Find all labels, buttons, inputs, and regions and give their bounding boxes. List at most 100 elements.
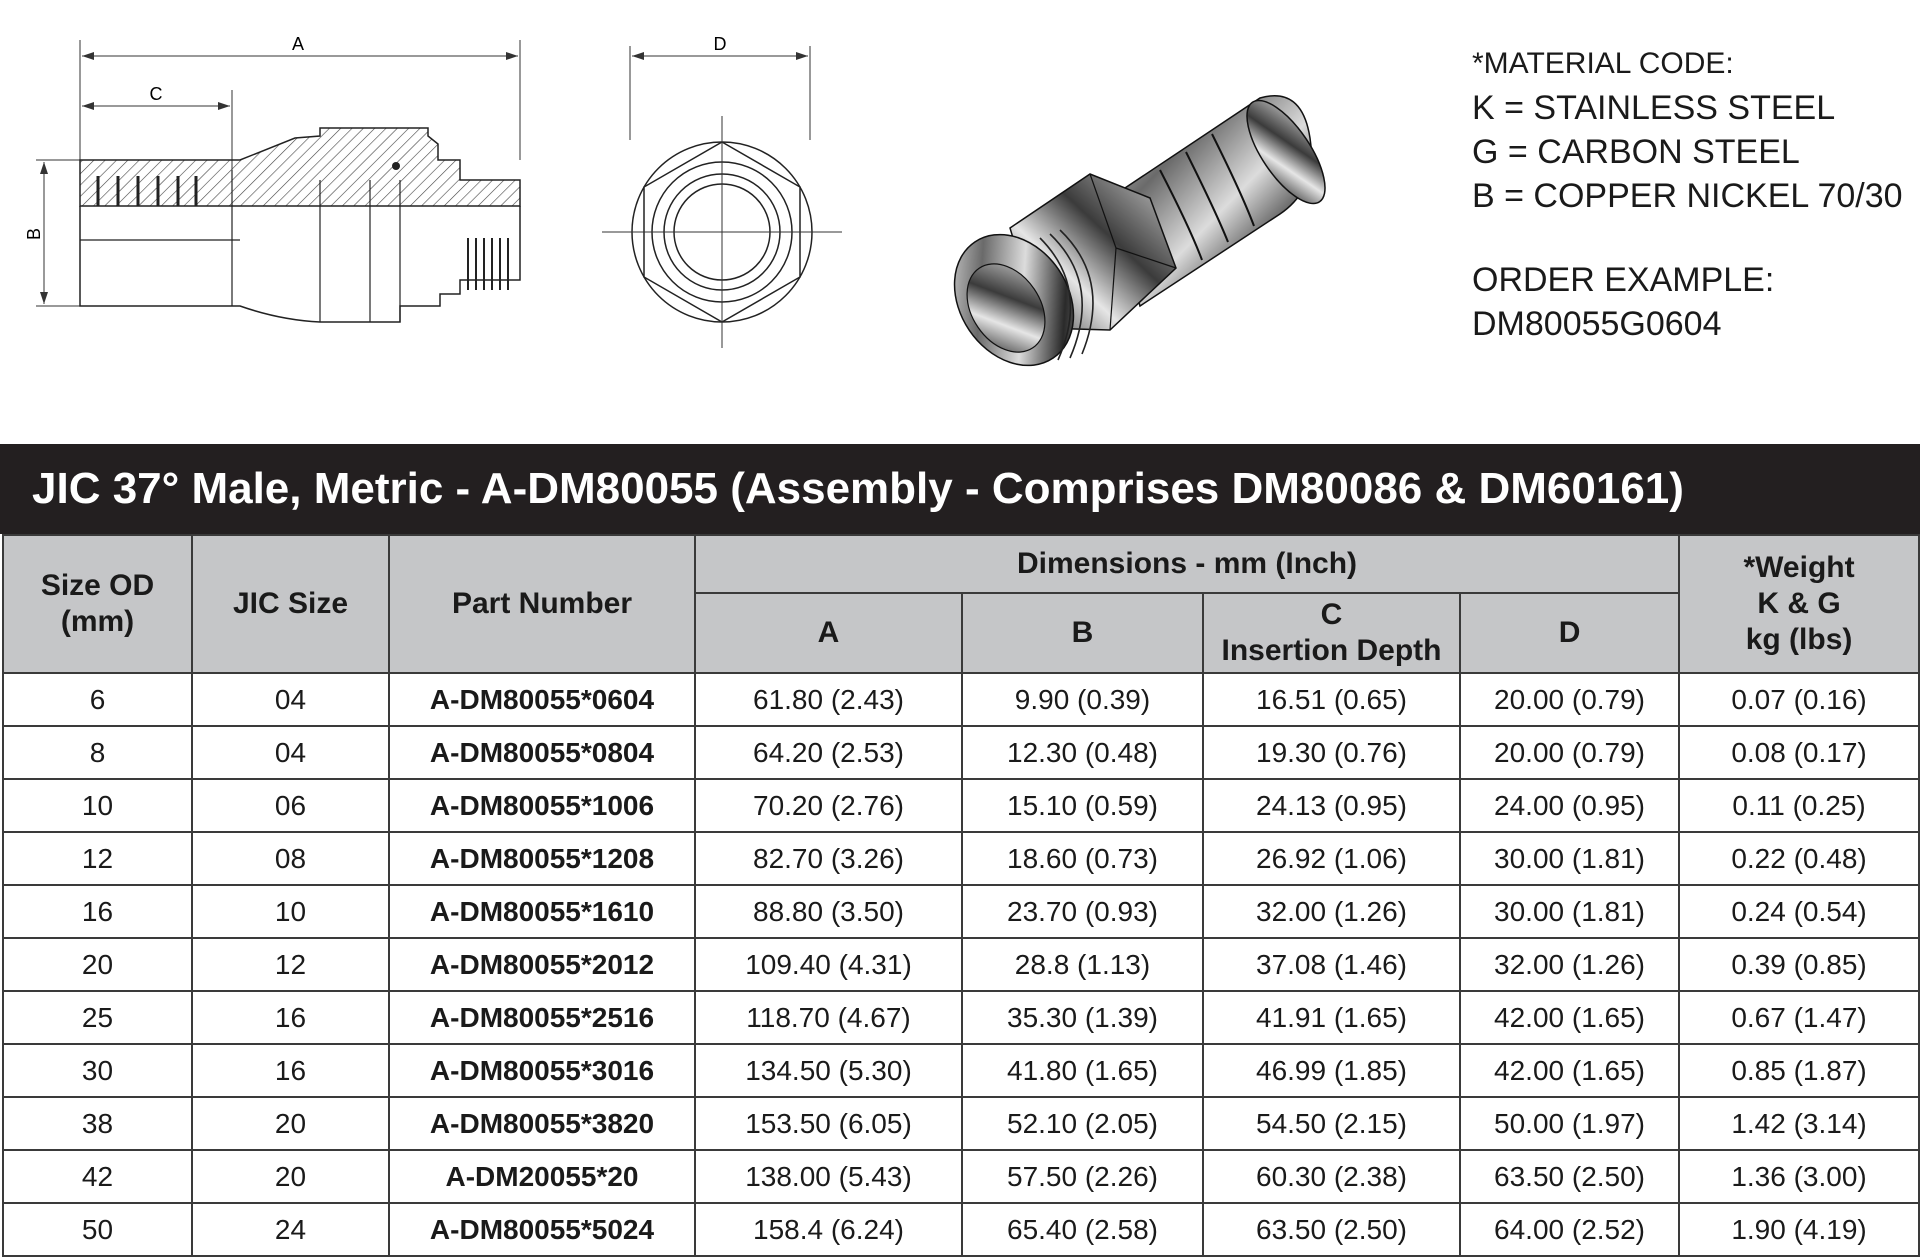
cell-dim-b: 52.10 (2.05) [961, 1096, 1204, 1151]
order-example-value: DM80055G0604 [1472, 305, 1722, 343]
cell-dim-c: 32.00 (1.26) [1202, 884, 1461, 939]
cell-jic-size: 04 [191, 725, 390, 780]
material-code-line: B = COPPER NICKEL 70/30 [1472, 177, 1903, 215]
cell-size-od: 8 [2, 725, 193, 780]
cell-part-number: A-DM80055*2012 [388, 937, 696, 992]
cell-weight: 1.42 (3.14) [1678, 1096, 1920, 1151]
header-dim-a: A [694, 592, 963, 674]
dim-c-label: C [150, 84, 163, 104]
cell-dim-b: 35.30 (1.39) [961, 990, 1204, 1045]
side-section-drawing: A C B [24, 34, 521, 323]
dim-a-label: A [292, 34, 304, 54]
cell-weight: 0.39 (0.85) [1678, 937, 1920, 992]
cell-part-number: A-DM80055*3016 [388, 1043, 696, 1098]
header-dimensions: Dimensions - mm (Inch) [693, 534, 1681, 594]
header-weight-line3: kg (lbs) [1745, 623, 1853, 656]
cell-dim-c: 54.50 (2.15) [1202, 1096, 1461, 1151]
header-jic-size: JIC Size [191, 534, 390, 674]
header-dim-b: B [961, 592, 1204, 674]
order-example-title: ORDER EXAMPLE: [1472, 261, 1775, 299]
cell-weight: 1.90 (4.19) [1678, 1202, 1920, 1257]
cell-weight: 1.36 (3.00) [1678, 1149, 1920, 1204]
header-dim-c: C Insertion Depth [1202, 592, 1461, 674]
header-dim-c-line2: Insertion Depth [1221, 634, 1442, 667]
cell-weight: 0.07 (0.16) [1678, 672, 1920, 727]
cell-dim-b: 41.80 (1.65) [961, 1043, 1204, 1098]
cell-weight: 0.22 (0.48) [1678, 831, 1920, 886]
cell-weight: 0.24 (0.54) [1678, 884, 1920, 939]
cell-jic-size: 24 [191, 1202, 390, 1257]
cell-dim-a: 82.70 (3.26) [694, 831, 963, 886]
material-code-title: *MATERIAL CODE: [1472, 47, 1734, 80]
cell-jic-size: 16 [191, 990, 390, 1045]
cell-dim-d: 42.00 (1.65) [1458, 990, 1681, 1045]
cell-dim-a: 64.20 (2.53) [694, 725, 963, 780]
cell-size-od: 42 [2, 1149, 193, 1204]
cell-dim-c: 46.99 (1.85) [1202, 1043, 1461, 1098]
cell-dim-b: 9.90 (0.39) [961, 672, 1204, 727]
drawings-area: A C B [0, 0, 1920, 440]
cell-dim-a: 134.50 (5.30) [694, 1043, 963, 1098]
cell-dim-b: 15.10 (0.59) [961, 778, 1204, 833]
cell-dim-d: 30.00 (1.81) [1458, 884, 1681, 939]
cell-part-number: A-DM80055*0604 [388, 672, 696, 727]
cell-part-number: A-DM80055*0804 [388, 725, 696, 780]
cell-dim-a: 153.50 (6.05) [694, 1096, 963, 1151]
dim-b-label: B [24, 228, 44, 240]
cell-dim-b: 12.30 (0.48) [961, 725, 1204, 780]
header-size-od-line1: Size OD [40, 569, 155, 602]
spec-table: Size OD (mm) JIC Size Part Number Dimens… [2, 534, 1920, 1257]
header-weight: *Weight K & G kg (lbs) [1678, 534, 1920, 674]
cell-dim-b: 65.40 (2.58) [961, 1202, 1204, 1257]
cell-weight: 0.67 (1.47) [1678, 990, 1920, 1045]
cell-dim-d: 24.00 (0.95) [1458, 778, 1681, 833]
cell-part-number: A-DM80055*2516 [388, 990, 696, 1045]
cell-jic-size: 08 [191, 831, 390, 886]
cell-dim-a: 70.20 (2.76) [694, 778, 963, 833]
cell-size-od: 50 [2, 1202, 193, 1257]
cell-part-number: A-DM80055*1006 [388, 778, 696, 833]
cell-dim-c: 24.13 (0.95) [1202, 778, 1461, 833]
cell-weight: 0.85 (1.87) [1678, 1043, 1920, 1098]
cell-size-od: 6 [2, 672, 193, 727]
cell-dim-c: 63.50 (2.50) [1202, 1202, 1461, 1257]
cell-size-od: 10 [2, 778, 193, 833]
cell-dim-c: 16.51 (0.65) [1202, 672, 1461, 727]
cell-part-number: A-DM80055*1208 [388, 831, 696, 886]
cell-part-number: A-DM20055*20 [388, 1149, 696, 1204]
cell-jic-size: 12 [191, 937, 390, 992]
cell-part-number: A-DM80055*3820 [388, 1096, 696, 1151]
cell-jic-size: 20 [191, 1149, 390, 1204]
cell-dim-d: 20.00 (0.79) [1458, 725, 1681, 780]
cell-jic-size: 04 [191, 672, 390, 727]
cell-size-od: 25 [2, 990, 193, 1045]
cell-dim-b: 23.70 (0.93) [961, 884, 1204, 939]
cell-dim-d: 42.00 (1.65) [1458, 1043, 1681, 1098]
cell-dim-a: 109.40 (4.31) [694, 937, 963, 992]
cell-dim-d: 63.50 (2.50) [1458, 1149, 1681, 1204]
cell-dim-a: 138.00 (5.43) [694, 1149, 963, 1204]
header-size-od-line2: (mm) [60, 605, 135, 638]
cell-dim-a: 88.80 (3.50) [694, 884, 963, 939]
header-size-od: Size OD (mm) [2, 534, 193, 674]
fitting-render-image [953, 95, 1326, 367]
cell-dim-b: 18.60 (0.73) [961, 831, 1204, 886]
cell-jic-size: 20 [191, 1096, 390, 1151]
cell-dim-d: 30.00 (1.81) [1458, 831, 1681, 886]
cell-dim-d: 64.00 (2.52) [1458, 1202, 1681, 1257]
material-code-line: G = CARBON STEEL [1472, 133, 1800, 171]
cell-size-od: 20 [2, 937, 193, 992]
cell-dim-a: 118.70 (4.67) [694, 990, 963, 1045]
cell-dim-a: 158.4 (6.24) [694, 1202, 963, 1257]
cell-size-od: 38 [2, 1096, 193, 1151]
cell-weight: 0.11 (0.25) [1678, 778, 1920, 833]
cell-dim-a: 61.80 (2.43) [694, 672, 963, 727]
cell-part-number: A-DM80055*5024 [388, 1202, 696, 1257]
cell-jic-size: 10 [191, 884, 390, 939]
